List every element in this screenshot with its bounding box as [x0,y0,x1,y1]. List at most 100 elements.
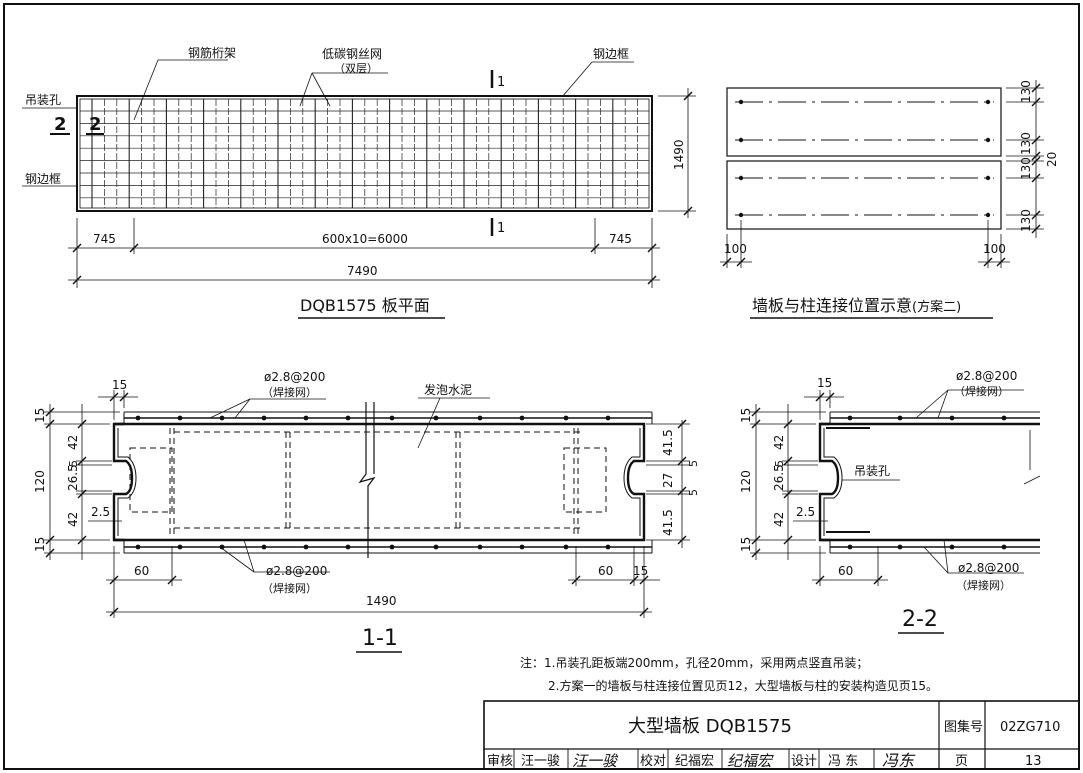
s22-mesh-bottom: ø2.8@200 [958,561,1019,575]
mesh-bar-dot [345,544,351,550]
plan-title: DQB1575 板平面 [300,296,430,315]
s11-d41-5-a: 41.5 [661,429,675,456]
s11-title: 1-1 [362,626,398,651]
plan-view: 钢筋桁架 低碳钢丝网 （双层） 钢边框 吊装孔 钢边框 2 2 1 1 [22,45,696,319]
s22-lift-hole: 吊装孔 [854,464,890,478]
s22-d15-top: 15 [817,376,832,390]
mesh-bar-dot [605,415,611,421]
titleblock-check-label: 校对 [640,753,666,769]
titleblock-page-label: 页 [955,754,968,769]
titleblock-title: 大型墙板 DQB1575 [628,716,792,737]
label-mesh-layers: （双层） [334,62,378,75]
dim-conn-130-a: 130 [1019,80,1033,103]
s11-d26-5: 26.5 [66,464,80,491]
mesh-bar-dot [519,544,525,550]
mesh-bar-dot [389,544,395,550]
mesh-bar-dot [477,544,483,550]
plan-panel-outline [76,95,653,212]
mesh-bar-dot [847,415,853,421]
note-line-2: 2.方案一的墙板与柱连接位置见页12，大型墙板与柱的安装构造见页15。 [548,678,938,693]
mesh-bar-dot [949,415,955,421]
mesh-bar-dot [303,415,309,421]
dim-plan-mid: 600x10=6000 [322,232,408,246]
s11-d15-left-top: 15 [33,408,47,423]
section-mark-1-top: 1 [497,75,505,90]
titleblock-page-no: 13 [1025,754,1042,769]
s11-d120: 120 [33,470,47,493]
section-mark-2-outer: 2 [54,114,67,135]
connection-panel-top [726,87,1002,157]
section-1-1: ø2.8@200 （焊接网） 发泡水泥 ø2.8@200 （焊接网） 15 [33,370,700,653]
label-rebar-truss: 钢筋桁架 [188,45,236,60]
s11-d15-right: 15 [633,564,648,578]
s22-d60: 60 [838,564,853,578]
dim-conn-100-left: 100 [724,242,747,256]
s22-d42-b: 42 [772,512,786,527]
titleblock-atlas-label: 图集号 [944,719,983,735]
mesh-bar-dot [433,415,439,421]
mesh-bar-dot [847,544,853,550]
s11-mesh-top: ø2.8@200 [264,370,325,384]
titleblock-atlas-no: 02ZG710 [1000,720,1060,735]
s11-mesh-top-note: （焊接网） [262,385,317,399]
s11-d42-a: 42 [66,435,80,450]
mesh-bar-dot [897,544,903,550]
s11-foam: 发泡水泥 [424,382,472,397]
s22-d15-left-top: 15 [739,408,753,423]
s11-d2-5: 2.5 [91,505,110,519]
dim-conn-130-b: 130 [1019,132,1033,155]
mesh-bar-dot [135,415,141,421]
mesh-bar-dot [303,544,309,550]
titleblock-review-label: 审核 [487,754,513,769]
notes: 注：1.吊装孔距板端200mm，孔径20mm，采用两点竖直吊装； 2.方案一的墙… [520,655,938,693]
mesh-bar-dot [177,544,183,550]
section-1-1-mesh-dots [135,415,611,550]
s22-mesh-top-note: （焊接网） [954,384,1009,398]
s11-mesh-bottom-note: （焊接网） [262,581,317,595]
mesh-bar-dot [219,415,225,421]
section-2-2-mesh-dots [847,415,1007,550]
dim-plan-height: 1490 [672,139,686,170]
s11-d1490: 1490 [366,594,397,608]
mesh-bar-dot [261,544,267,550]
s11-d5-r1: 5 [687,460,700,467]
sheet-border [3,3,1080,770]
titleblock-designer: 冯 东 [828,754,858,769]
label-mesh: 低碳钢丝网 [322,47,382,61]
mesh-bar-dot [219,544,225,550]
section-mark-2-inner: 2 [89,114,102,135]
section-2-2: 吊装孔 ø2.8@200 （焊接网） ø2.8@200 （焊接网） 15 [739,369,1041,634]
dim-conn-20: 20 [1045,152,1059,167]
s22-d26-5: 26.5 [772,464,786,491]
titleblock-checker: 纪福宏 [675,754,714,769]
label-steel-frame-top: 钢边框 [593,47,629,61]
mesh-bar-dot [477,415,483,421]
mesh-bar-dot [563,415,569,421]
s22-mesh-top: ø2.8@200 [956,369,1017,383]
s11-d42-b: 42 [66,512,80,527]
s11-d41-5-b: 41.5 [661,509,675,536]
mesh-bar-dot [1001,544,1007,550]
s22-mesh-bottom-note: （焊接网） [956,578,1011,592]
s22-d5-a: 5 [773,460,786,467]
titleblock-designer-sig: 冯东 [882,751,916,770]
mesh-bar-dot [261,415,267,421]
connection-diagram: 130 130 20 130 130 100 100 墙板与柱连接位置示意(方案… [720,80,1059,319]
mesh-bar-dot [135,544,141,550]
titleblock-reviewer-sig: 汪一骏 [572,752,619,770]
mesh-bar-dot [433,544,439,550]
titleblock-checker-sig: 纪福宏 [727,752,774,770]
mesh-bar-dot [177,415,183,421]
s11-d60-right: 60 [598,564,613,578]
s11-d15-top: 15 [112,378,127,392]
s11-d60-left: 60 [134,564,149,578]
s11-d5-a: 5 [67,460,80,467]
section-2-2-left-edge [818,422,840,542]
mesh-bar-dot [345,415,351,421]
dim-plan-total: 7490 [347,264,378,278]
s22-d2-5: 2.5 [796,505,815,519]
label-lift-hole: 吊装孔 [25,93,61,107]
note-line-1: 注：1.吊装孔距板端200mm，孔径20mm，采用两点竖直吊装； [520,655,868,670]
s11-d27: 27 [661,473,675,488]
